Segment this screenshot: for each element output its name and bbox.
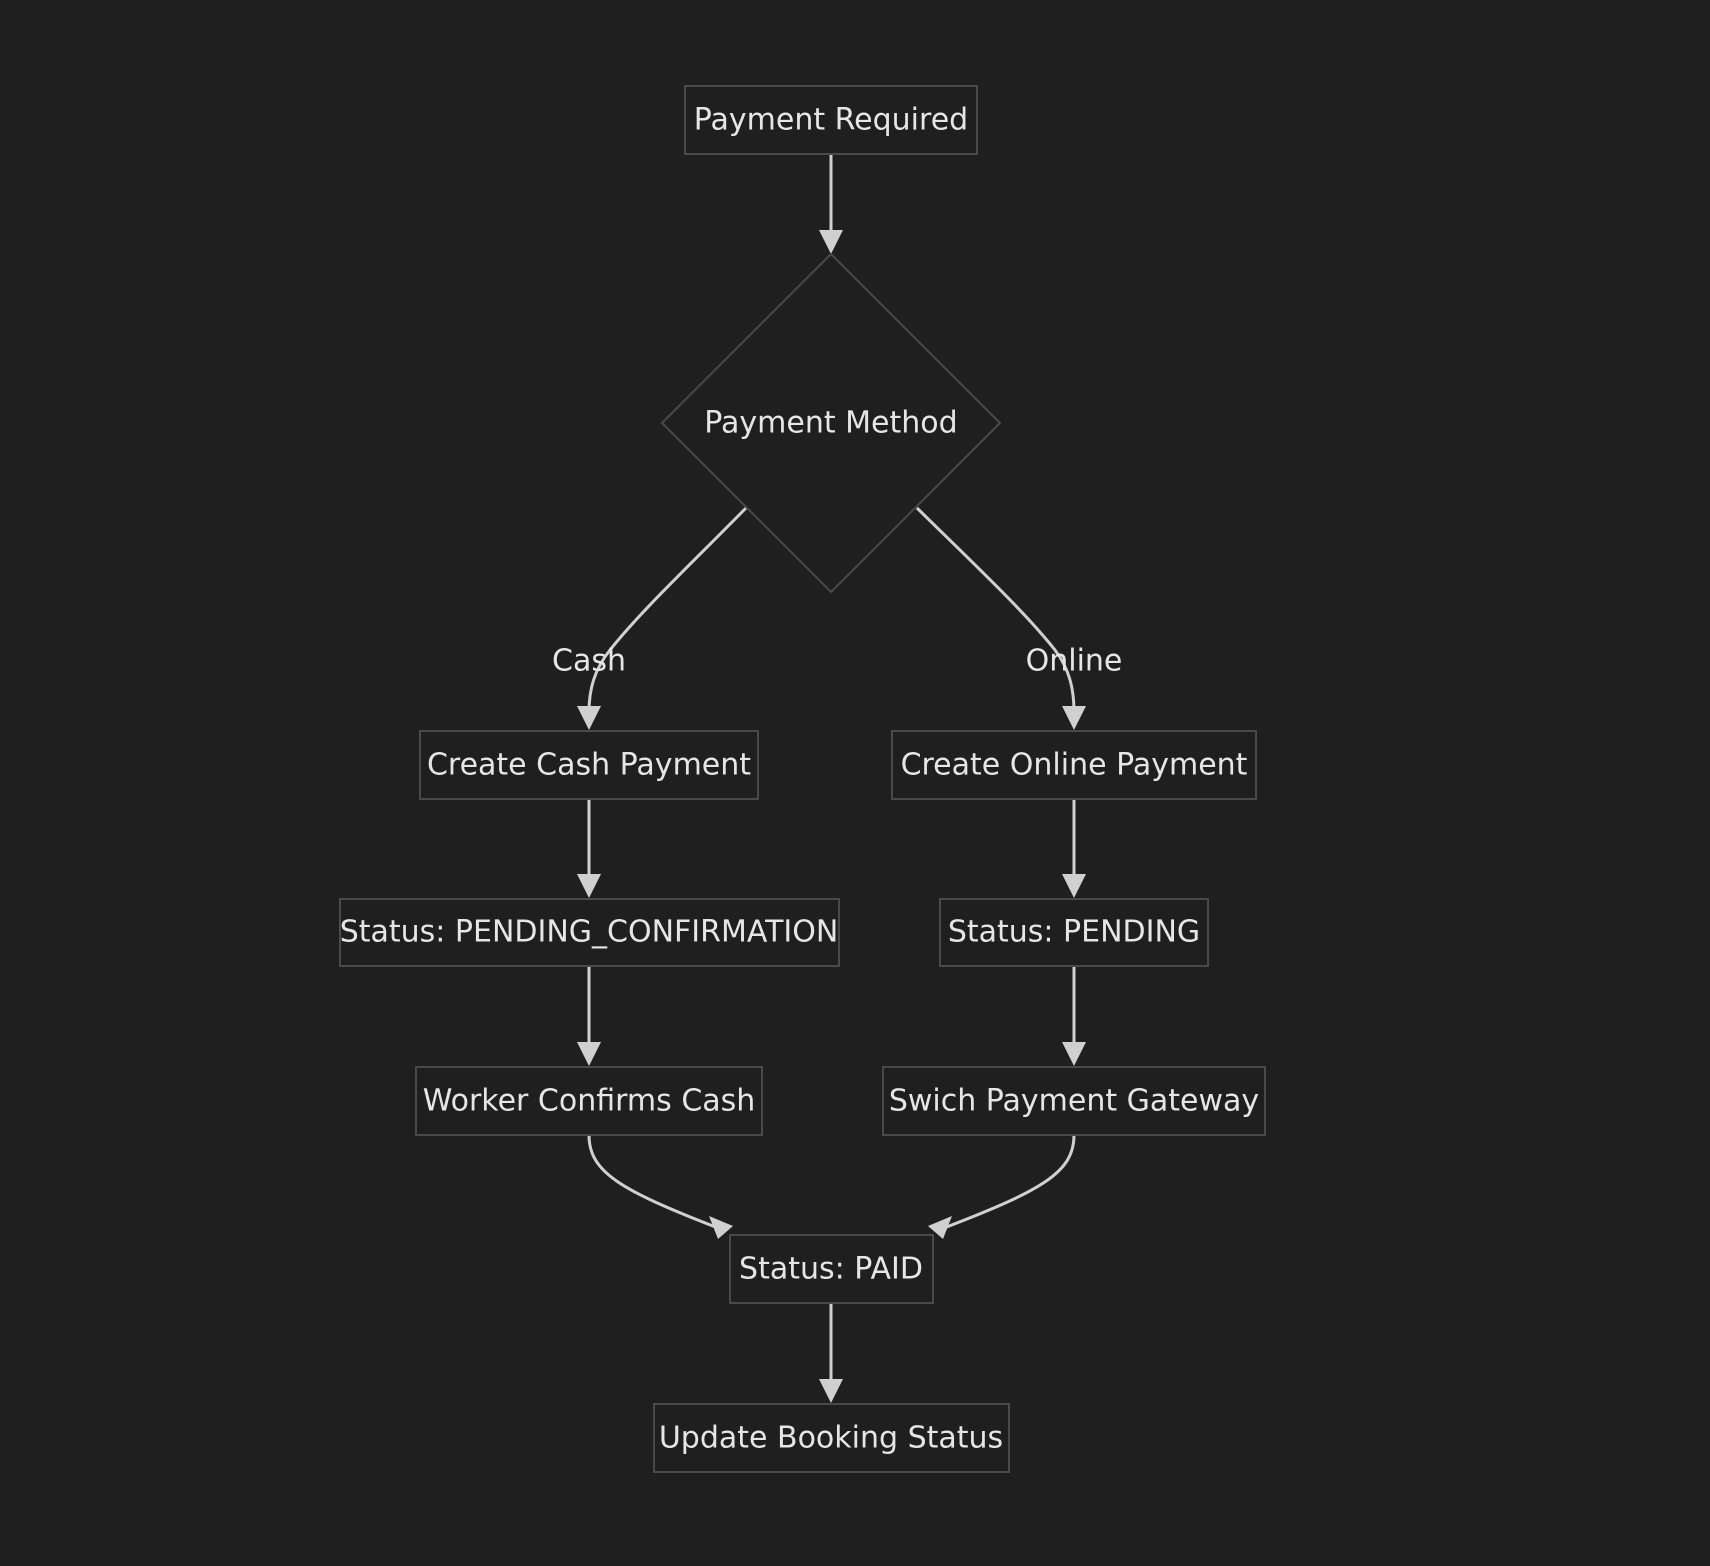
- arrowhead-icon: [819, 230, 843, 254]
- edge-method-to-cash: [587, 506, 748, 713]
- node-label: Payment Required: [694, 103, 968, 138]
- node-label: Status: PAID: [739, 1252, 923, 1287]
- node-label: Create Online Payment: [901, 748, 1248, 783]
- node-create-cash-payment: Create Cash Payment: [419, 730, 759, 800]
- arrowhead-icon: [1062, 1042, 1086, 1066]
- node-label: Status: PENDING_CONFIRMATION: [340, 915, 839, 950]
- edge-labels: Cash Online: [552, 644, 1122, 679]
- node-payment-method-decision: Payment Method: [660, 252, 1002, 594]
- edges: [577, 155, 1086, 1403]
- node-label: Status: PENDING: [948, 915, 1200, 950]
- node-label: Swich Payment Gateway: [889, 1084, 1259, 1119]
- arrowhead-icon: [1062, 706, 1086, 730]
- arrowhead-icon: [577, 1042, 601, 1066]
- arrowhead-icon: [577, 874, 601, 898]
- node-status-pending: Status: PENDING: [939, 898, 1209, 967]
- node-payment-required: Payment Required: [684, 85, 978, 155]
- edge-method-to-online: [915, 506, 1076, 713]
- arrowhead-icon: [819, 1379, 843, 1403]
- arrowhead-icon: [709, 1216, 733, 1239]
- node-create-online-payment: Create Online Payment: [891, 730, 1257, 800]
- arrowhead-icon: [577, 706, 601, 730]
- node-label: Payment Method: [704, 406, 957, 441]
- node-label: Worker Confirms Cash: [423, 1084, 756, 1119]
- node-status-paid: Status: PAID: [729, 1234, 934, 1304]
- node-update-booking-status: Update Booking Status: [653, 1403, 1010, 1473]
- arrowhead-icon: [928, 1216, 952, 1239]
- node-label: Create Cash Payment: [427, 748, 751, 783]
- node-status-pending-confirmation: Status: PENDING_CONFIRMATION: [339, 898, 840, 967]
- node-worker-confirms-cash: Worker Confirms Cash: [415, 1066, 763, 1136]
- node-swich-payment-gateway: Swich Payment Gateway: [882, 1066, 1266, 1136]
- edge-worker-to-paid: [587, 1134, 719, 1230]
- node-label: Update Booking Status: [659, 1421, 1003, 1456]
- edge-label-cash: Cash: [552, 644, 626, 679]
- arrowhead-icon: [1062, 874, 1086, 898]
- edge-label-online: Online: [1026, 644, 1123, 679]
- edge-gateway-to-paid: [943, 1134, 1076, 1230]
